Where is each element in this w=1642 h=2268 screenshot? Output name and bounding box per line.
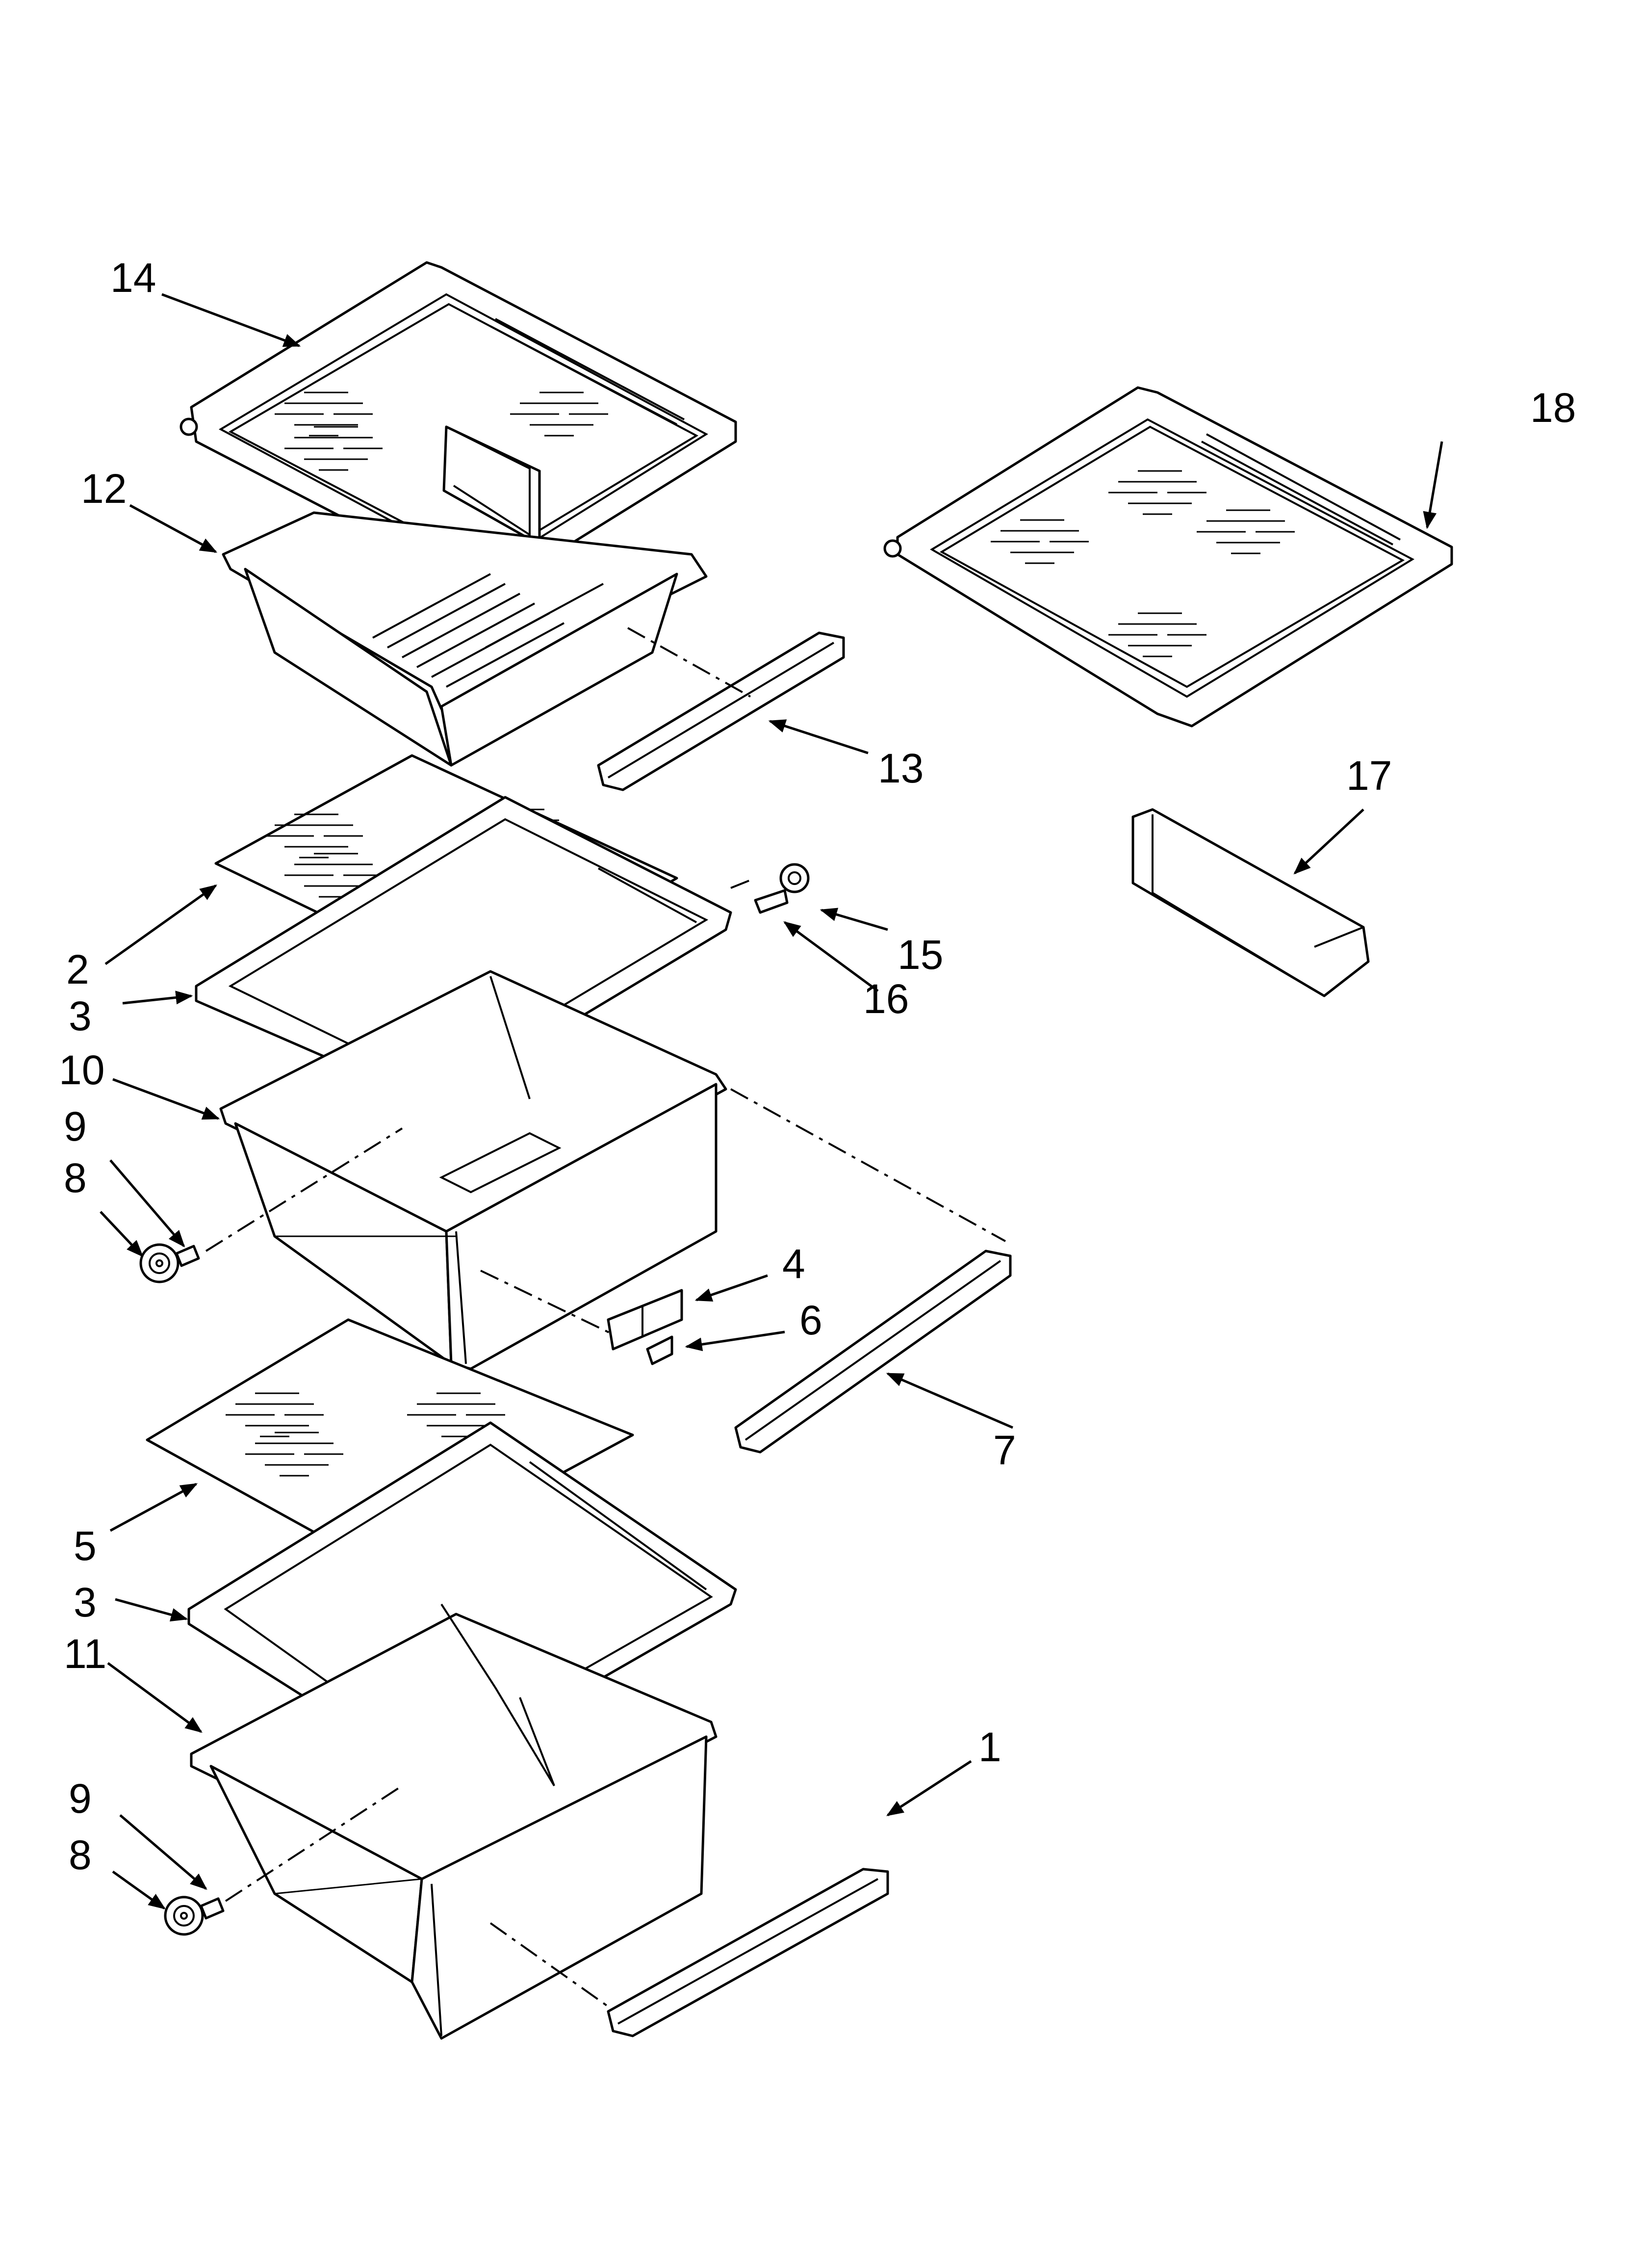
callout-11: 11	[64, 1631, 106, 1677]
callout-labels: 14 12 18 13 17 2 3 15 16 10 9 8 4 6 7 5 …	[59, 255, 1576, 1878]
part-1-trim	[607, 1868, 889, 2037]
callout-3-lower: 3	[74, 1579, 97, 1625]
callout-9-lower: 9	[69, 1775, 92, 1822]
callout-1: 1	[978, 1724, 1001, 1770]
callout-13: 13	[878, 745, 924, 791]
part-16-screw	[754, 889, 789, 914]
callout-8-upper: 8	[64, 1155, 87, 1201]
pan-ribs	[372, 573, 604, 688]
part-6-clip	[646, 1335, 673, 1365]
part-11-crisper-drawer	[190, 1603, 718, 2040]
part-5-glass-insert	[146, 1318, 634, 1571]
assembly-lines	[205, 627, 1006, 2007]
callout-9-upper: 9	[64, 1103, 87, 1149]
part-18-glass-shelf	[883, 386, 1453, 728]
part-9-axle-lower	[200, 1897, 225, 1920]
callout-14: 14	[110, 255, 156, 301]
part-14-crisper-cover	[180, 261, 737, 602]
callout-6: 6	[799, 1297, 822, 1343]
part-15-knob	[779, 863, 810, 893]
callout-3-upper: 3	[69, 993, 92, 1039]
part-12-crisper-pan	[222, 511, 708, 767]
part-8-roller-upper	[139, 1243, 180, 1283]
part-8-roller-lower	[164, 1896, 204, 1936]
part-10-crisper-drawer	[219, 970, 727, 1370]
part-7-trim	[734, 1250, 1012, 1454]
callout-18: 18	[1530, 385, 1576, 431]
callout-17: 17	[1346, 753, 1392, 799]
callout-15: 15	[898, 932, 943, 978]
callout-16: 16	[863, 976, 909, 1022]
part-9-axle-upper	[175, 1245, 200, 1267]
part-4-clip	[607, 1289, 683, 1351]
callout-7: 7	[993, 1427, 1016, 1473]
leader-arrows	[100, 293, 1443, 1910]
callout-8-lower: 8	[69, 1832, 92, 1878]
callout-2: 2	[66, 946, 89, 992]
callout-10: 10	[59, 1047, 104, 1093]
callout-12: 12	[81, 466, 127, 512]
part-13-trim	[597, 631, 845, 791]
callout-5: 5	[74, 1523, 97, 1569]
part-17-bracket	[1131, 808, 1370, 997]
callout-4: 4	[782, 1241, 805, 1287]
